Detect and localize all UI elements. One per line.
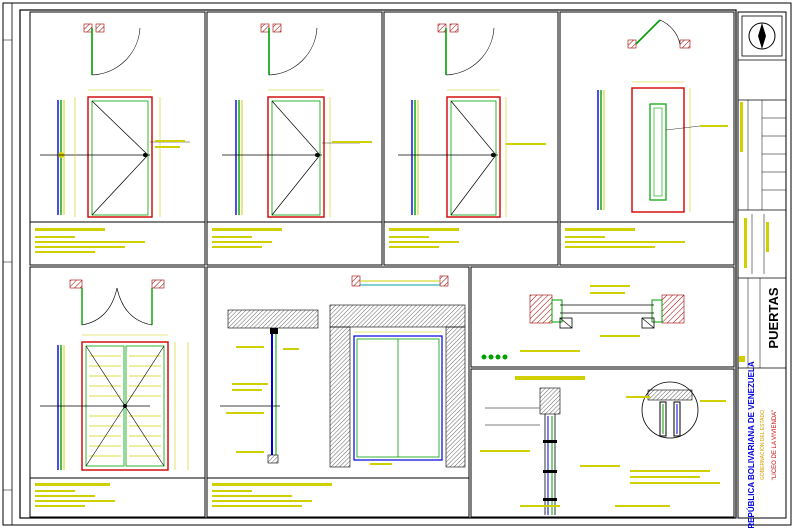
door-panel-4 [565, 19, 728, 248]
door-panel-6 [212, 275, 466, 507]
subtitle-label: GOBERNACIÓN DEL ESTADO [759, 410, 766, 480]
panel-grid [29, 11, 735, 518]
sheet-title: PUERTAS [766, 287, 781, 348]
project-label: "LICEO DE LA VIVIENDA" [772, 410, 778, 481]
title-block [737, 11, 787, 519]
door-panel-1 [35, 23, 190, 253]
door-panel-2 [212, 23, 372, 248]
detail-panel-section [480, 376, 726, 515]
door-panel-3 [389, 23, 546, 248]
republic-label: REPÚBLICA BOLIVARIANA DE VENEZUELA [747, 361, 756, 528]
door-panel-5 [35, 279, 189, 507]
detail-panel-plan [481, 285, 685, 360]
